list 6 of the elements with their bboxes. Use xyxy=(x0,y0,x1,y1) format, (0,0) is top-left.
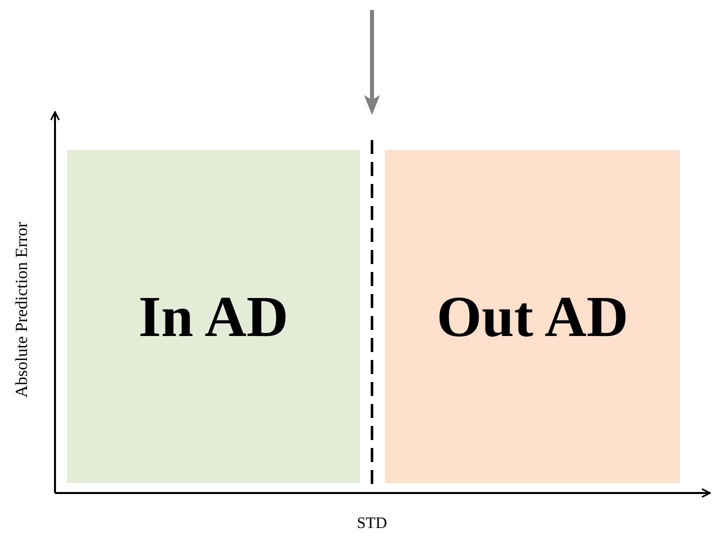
axis-label: STD xyxy=(356,514,388,534)
region-box xyxy=(67,150,360,483)
axis-label: Absolute Prediction Error xyxy=(11,222,32,398)
region-label: Out AD xyxy=(436,288,628,346)
region-box xyxy=(385,150,680,483)
region-label: In AD xyxy=(138,288,288,346)
